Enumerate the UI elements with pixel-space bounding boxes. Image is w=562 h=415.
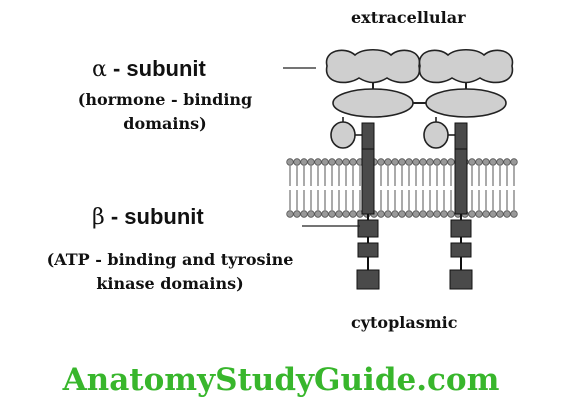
lipid-head: [321, 210, 329, 218]
lipid-head: [300, 210, 308, 218]
lipid-head: [349, 158, 357, 166]
beta-tail-block: [449, 269, 473, 290]
lipid-head: [433, 210, 441, 218]
lipid-head: [384, 210, 392, 218]
lipid-head: [426, 158, 434, 166]
alpha-desc-line-2: domains): [123, 114, 207, 133]
lipid-head: [405, 210, 413, 218]
lipid-head: [307, 158, 315, 166]
lipid-head: [328, 210, 336, 218]
lipid-head: [405, 158, 413, 166]
lipid-head: [286, 158, 294, 166]
lipid-head: [391, 210, 399, 218]
lipid-head: [286, 210, 294, 218]
beta-kinase-block: [450, 219, 472, 238]
lipid-head: [440, 210, 448, 218]
lipid-head: [489, 158, 497, 166]
lipid-head: [293, 158, 301, 166]
lipid-head: [475, 158, 483, 166]
lipid-head: [412, 158, 420, 166]
lipid-head: [314, 158, 322, 166]
lipid-head: [377, 158, 385, 166]
beta-desc-line-1: (ATP - binding and tyrosine: [46, 250, 294, 269]
beta-atp-binding-block: [450, 242, 472, 258]
beta-symbol: β: [92, 205, 105, 230]
lipid-bilayer: [286, 158, 518, 218]
alpha-desc-line-1: (hormone - binding: [77, 90, 253, 109]
beta-extracellular-segment: [361, 122, 375, 150]
lipid-head: [377, 210, 385, 218]
alpha-lobe: [330, 121, 356, 149]
lipid-head: [482, 158, 490, 166]
lipid-head: [384, 158, 392, 166]
beta-tail-block: [356, 269, 380, 290]
alpha-subunit-label: α - subunit: [92, 56, 206, 82]
lipid-head: [398, 210, 406, 218]
lipid-head: [468, 158, 476, 166]
watermark-text: AnatomyStudyGuide.com: [62, 362, 500, 398]
alpha-hormone-binding-domain: [418, 48, 514, 84]
beta-subunit-description: (ATP - binding and tyrosine kinase domai…: [5, 248, 335, 296]
alpha-subunit-name: - subunit: [106, 56, 206, 81]
beta-subunit-label: β - subunit: [92, 204, 204, 230]
lipid-head: [307, 210, 315, 218]
lipid-head: [426, 210, 434, 218]
lipid-head: [342, 158, 350, 166]
lipid-head: [433, 158, 441, 166]
alpha-lobe: [423, 121, 449, 149]
lipid-head: [293, 210, 301, 218]
beta-atp-binding-block: [357, 242, 379, 258]
lipid-head: [482, 210, 490, 218]
lipid-head: [468, 210, 476, 218]
receptor-dimer: [325, 48, 514, 290]
lipid-head: [510, 210, 518, 218]
lipid-head: [412, 210, 420, 218]
alpha-subunit-description: (hormone - binding domains): [65, 88, 265, 136]
beta-kinase-block: [357, 219, 379, 238]
lipid-head: [503, 158, 511, 166]
lipid-head: [419, 210, 427, 218]
lipid-head: [349, 210, 357, 218]
lipid-head: [398, 158, 406, 166]
lipid-head: [447, 158, 455, 166]
lipid-head: [447, 210, 455, 218]
beta-transmembrane-segment: [454, 148, 468, 215]
lipid-head: [314, 210, 322, 218]
lipid-head: [300, 158, 308, 166]
alpha-symbol: α: [92, 57, 107, 82]
alpha-hormone-binding-domain: [325, 48, 421, 84]
lipid-head: [496, 158, 504, 166]
lipid-head: [503, 210, 511, 218]
beta-transmembrane-segment: [361, 148, 375, 215]
label-leader-lines: [283, 67, 360, 227]
lipid-head: [328, 158, 336, 166]
lipid-head: [321, 158, 329, 166]
extracellular-label: extracellular: [351, 8, 466, 27]
lipid-head: [391, 158, 399, 166]
lipid-head: [510, 158, 518, 166]
lipid-head: [335, 158, 343, 166]
beta-desc-line-2: kinase domains): [96, 274, 244, 293]
alpha-domain: [425, 88, 507, 118]
beta-extracellular-segment: [454, 122, 468, 150]
lipid-head: [489, 210, 497, 218]
lipid-head: [342, 210, 350, 218]
lipid-head: [475, 210, 483, 218]
alpha-domain: [332, 88, 414, 118]
lipid-head: [440, 158, 448, 166]
lipid-head: [419, 158, 427, 166]
lipid-head: [335, 210, 343, 218]
lipid-head: [496, 210, 504, 218]
beta-subunit-name: - subunit: [104, 204, 204, 229]
cytoplasmic-label: cytoplasmic: [351, 313, 458, 332]
